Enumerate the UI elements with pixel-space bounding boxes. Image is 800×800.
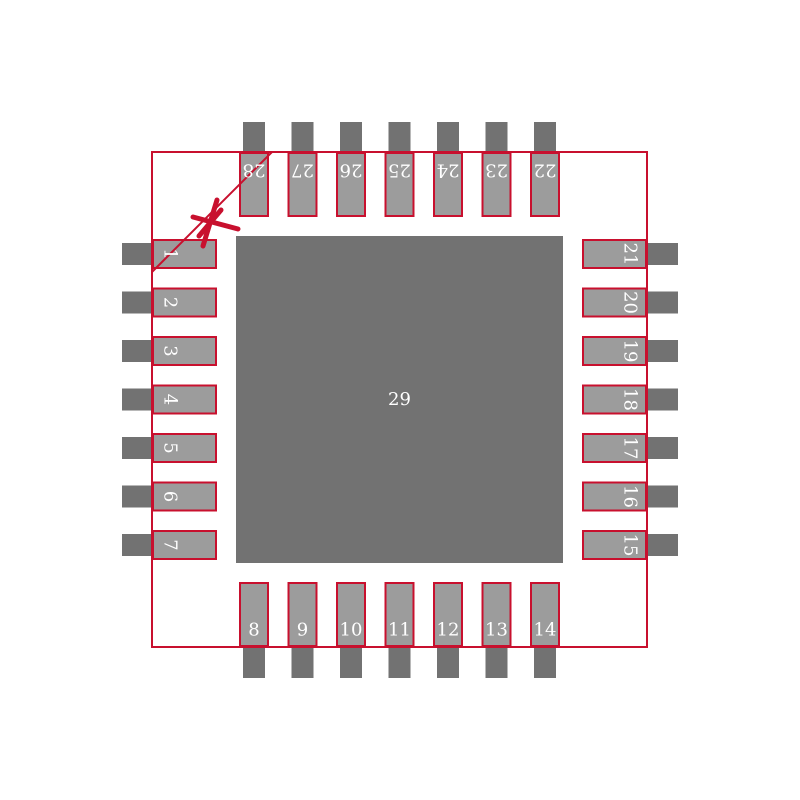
pin-label: 19 — [620, 340, 641, 363]
pin-label: 3 — [160, 345, 181, 356]
pin-label: 6 — [160, 491, 181, 502]
pin-label: 27 — [291, 160, 314, 181]
pin-label: 26 — [340, 160, 363, 181]
pin-label: 18 — [620, 388, 641, 411]
pad — [582, 239, 647, 269]
pin-label: 23 — [485, 160, 508, 181]
pad — [152, 384, 217, 415]
pin-label: 1 — [160, 248, 181, 259]
pin-label: 17 — [620, 437, 641, 460]
exposed-pad-label: 29 — [388, 389, 411, 410]
pad — [582, 287, 647, 318]
pin-label: 21 — [620, 243, 641, 266]
pad — [582, 336, 647, 366]
pin-label: 16 — [620, 485, 641, 508]
pad — [152, 336, 217, 366]
pads-layer — [152, 152, 647, 647]
pad — [481, 582, 512, 647]
pad — [384, 582, 415, 647]
pin-label: 11 — [388, 620, 411, 641]
pin-label: 24 — [437, 160, 460, 181]
pad — [239, 152, 269, 217]
pin-label: 10 — [340, 620, 363, 641]
pin-label: 7 — [160, 539, 181, 550]
pad — [152, 530, 217, 560]
pin-label: 5 — [160, 442, 181, 453]
pin-label: 28 — [243, 160, 266, 181]
pad — [287, 582, 318, 647]
pin-label: 13 — [485, 620, 508, 641]
pad — [530, 152, 560, 217]
pin-label: 20 — [620, 291, 641, 314]
pad — [530, 582, 560, 647]
pin-label: 9 — [297, 620, 308, 641]
pad — [336, 152, 366, 217]
pad — [152, 287, 217, 318]
pad — [582, 530, 647, 560]
exposed-pad — [236, 236, 563, 563]
pad — [336, 582, 366, 647]
pin-label: 22 — [534, 160, 557, 181]
pin-label: 12 — [437, 620, 460, 641]
pin-label: 25 — [388, 160, 411, 181]
pin-label: 15 — [620, 534, 641, 557]
courtyard-outline — [151, 151, 648, 648]
pin-label: 8 — [248, 620, 259, 641]
pin-label: 2 — [160, 297, 181, 308]
asterisk-marker-icon — [190, 197, 241, 249]
pin-label: 14 — [534, 620, 557, 641]
pad — [287, 152, 318, 217]
pad — [582, 481, 647, 512]
pin-label: 4 — [160, 394, 181, 405]
